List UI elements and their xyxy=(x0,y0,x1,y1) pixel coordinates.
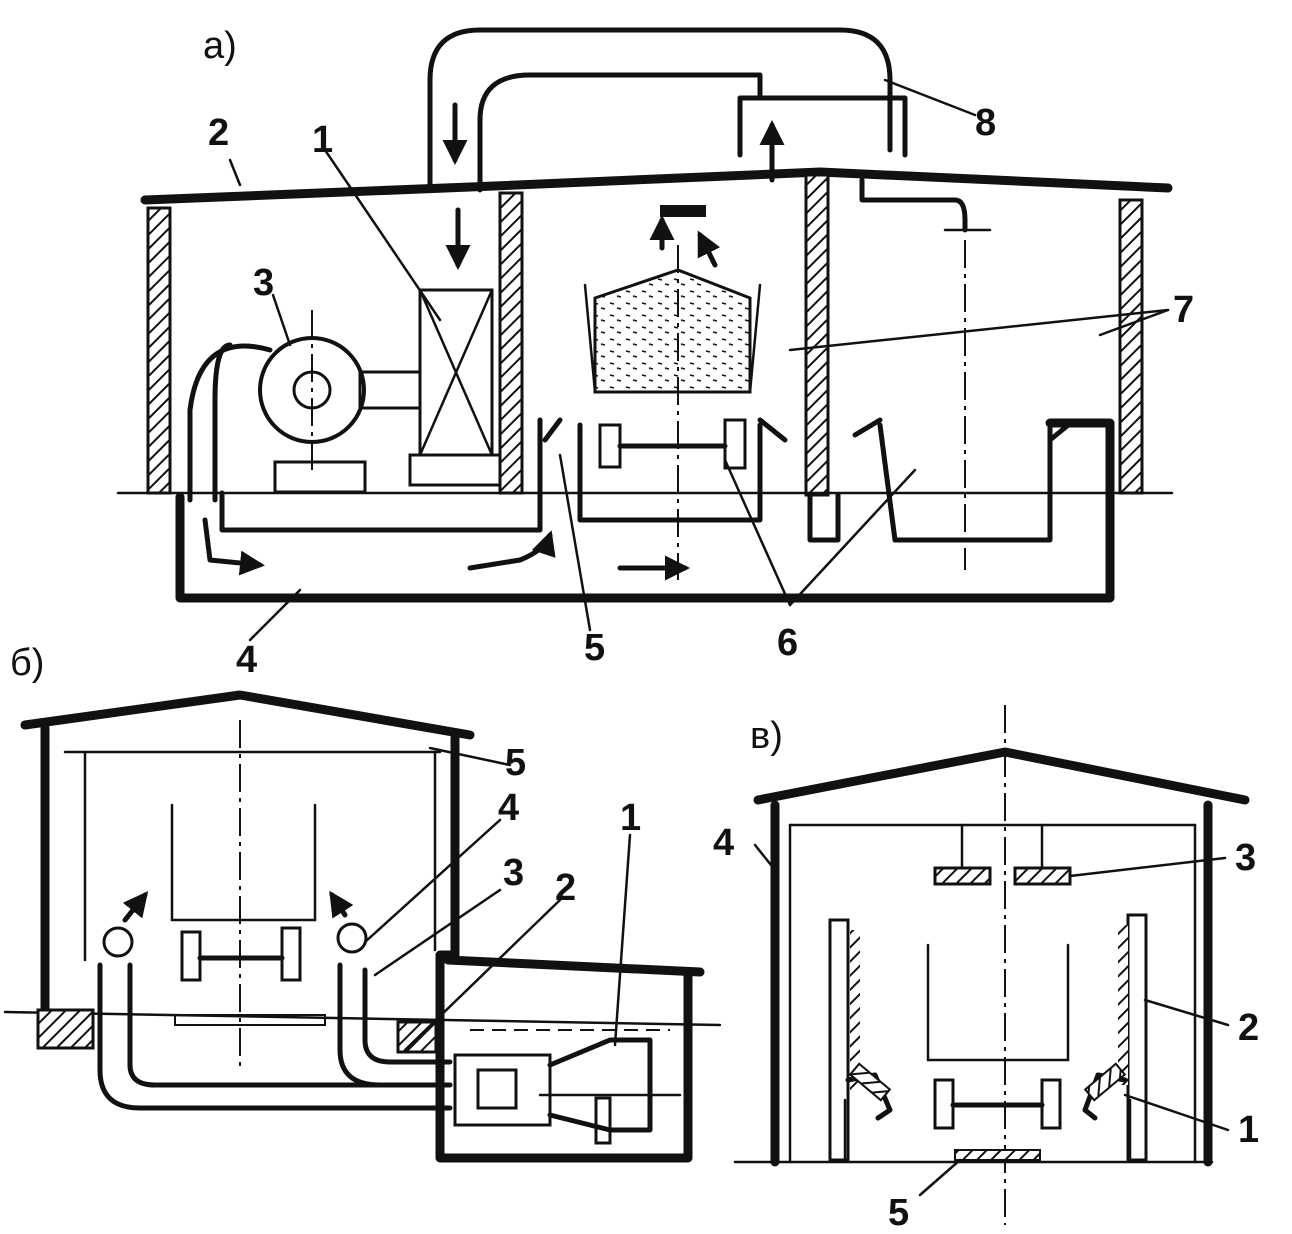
panel-v-label: в) xyxy=(750,715,783,757)
b-callout-4: 4 xyxy=(498,787,519,829)
a-inner-wall-right xyxy=(804,173,830,497)
panel-b-label: б) xyxy=(10,642,44,684)
a-callout-5: 5 xyxy=(584,627,605,669)
panel-a: а) 1 2 3 4 5 6 7 8 xyxy=(116,25,1194,681)
b-supply-duct xyxy=(97,962,453,1111)
b-fan xyxy=(453,1029,682,1145)
b-callout-2: 2 xyxy=(555,867,576,909)
a-callout-6: 6 xyxy=(777,622,798,664)
v-callout-5: 5 xyxy=(888,1192,909,1234)
a-exhaust-hood xyxy=(737,95,908,158)
v-callout-1: 1 xyxy=(1238,1109,1259,1151)
a-underfloor-channel xyxy=(175,418,1115,603)
panel-a-label: а) xyxy=(203,25,237,67)
b-callout-5: 5 xyxy=(505,742,526,784)
a-callout-3: 3 xyxy=(253,262,274,304)
b-callout-3: 3 xyxy=(503,852,524,894)
a-callout-2: 2 xyxy=(208,112,229,154)
v-roof xyxy=(753,747,1250,805)
a-callout-7: 7 xyxy=(1173,289,1194,331)
a-callout-4: 4 xyxy=(236,639,257,681)
a-callout-8: 8 xyxy=(975,102,996,144)
a-callout-1: 1 xyxy=(312,119,333,161)
a-outer-wall-right xyxy=(1118,198,1144,495)
a-melting-furnace xyxy=(583,205,762,580)
a-inner-wall-left xyxy=(498,191,524,495)
v-callout-3: 3 xyxy=(1235,837,1256,879)
a-fan xyxy=(187,310,422,503)
a-exhaust-duct xyxy=(427,27,893,193)
b-callout-1: 1 xyxy=(620,797,641,839)
a-roof xyxy=(140,167,1173,205)
panel-v: в) 1 2 3 4 5 xyxy=(713,705,1259,1234)
panel-b: б) 1 2 3 4 5 xyxy=(3,642,722,1163)
v-callout-4: 4 xyxy=(713,822,734,864)
a-outer-wall-left xyxy=(146,206,172,495)
b-roof xyxy=(20,690,475,740)
v-callout-2: 2 xyxy=(1238,1007,1259,1049)
